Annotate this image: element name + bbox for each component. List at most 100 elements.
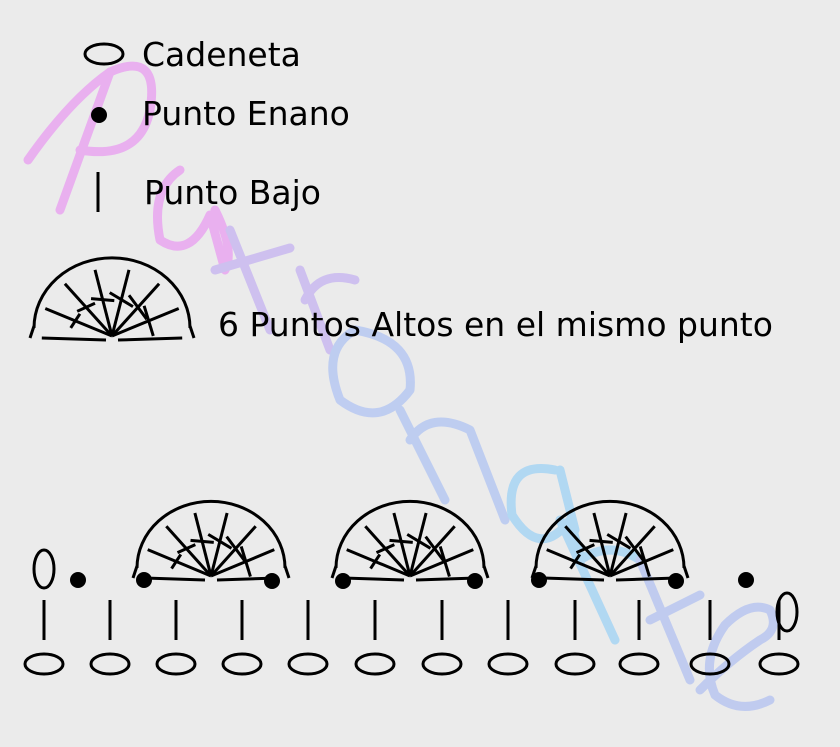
base-chain xyxy=(487,652,529,676)
double-crochet-stem xyxy=(110,282,161,338)
shell-base xyxy=(615,576,677,582)
shell-base xyxy=(343,576,405,582)
shell-arc xyxy=(334,499,486,569)
shell-base xyxy=(41,336,107,342)
legend-symbols xyxy=(28,42,196,342)
shell-arc xyxy=(32,256,192,329)
double-crochet-bar xyxy=(375,543,395,555)
double-crochet-bar xyxy=(624,535,645,562)
slip-stitch xyxy=(264,573,280,589)
double-crochet-stem xyxy=(609,548,674,578)
base-chain xyxy=(354,652,396,676)
double-crochet-stem xyxy=(63,282,114,338)
double-crochet-bar xyxy=(638,545,651,578)
shell-post xyxy=(482,565,490,579)
double-crochet-stem xyxy=(364,525,412,578)
double-crochet-stem xyxy=(210,548,275,578)
double-crochet-bar xyxy=(569,553,582,570)
double-crochet-stem xyxy=(209,512,229,577)
watermark xyxy=(23,61,778,711)
legend-chain-label: Cadeneta xyxy=(142,35,301,74)
base-chain xyxy=(421,652,463,676)
double-crochet-bar xyxy=(108,291,134,308)
legend-shell-label: 6 Puntos Altos en el mismo punto xyxy=(218,305,773,344)
double-crochet-bar xyxy=(170,553,183,570)
legend-shell-icon xyxy=(28,256,196,342)
slip-stitch xyxy=(136,572,152,588)
slip-stitch xyxy=(531,572,547,588)
watermark-stroke xyxy=(295,265,360,355)
shell-arc xyxy=(534,499,686,569)
shell-symbol-3 xyxy=(530,499,690,582)
shell-base xyxy=(144,576,206,582)
turning-chain xyxy=(32,548,56,590)
double-crochet-stem xyxy=(44,307,113,338)
shell-base xyxy=(543,576,605,582)
watermark-stroke xyxy=(210,225,295,335)
double-crochet-bar xyxy=(575,543,595,555)
double-crochet-stem xyxy=(608,525,656,578)
double-crochet-stem xyxy=(408,512,428,577)
watermark-stroke xyxy=(695,602,778,711)
double-crochet-stem xyxy=(193,512,213,577)
base-chain xyxy=(221,652,263,676)
double-crochet-bar xyxy=(90,297,115,303)
shell-symbol-2 xyxy=(330,499,490,582)
double-crochet-stem xyxy=(111,307,180,338)
legend-slip-stitch-icon xyxy=(91,107,107,123)
base-chain xyxy=(758,652,800,676)
legend-chain-icon xyxy=(83,42,125,66)
slip-stitch xyxy=(335,573,351,589)
shell-post xyxy=(682,565,690,579)
double-crochet-stem xyxy=(110,269,131,337)
double-crochet-bar xyxy=(424,535,445,562)
double-crochet-bar xyxy=(69,312,82,329)
shell-post xyxy=(330,565,338,579)
double-crochet-stem xyxy=(165,525,213,578)
shell-post xyxy=(283,565,291,579)
double-crochet-bar xyxy=(606,533,632,550)
slip-stitch xyxy=(70,572,86,588)
shell-post xyxy=(28,325,36,339)
double-crochet-stem xyxy=(546,548,611,578)
pattern-diagram xyxy=(23,499,800,676)
double-crochet-stem xyxy=(392,512,412,577)
base-chain xyxy=(287,652,329,676)
slip-stitch xyxy=(738,572,754,588)
base-chain xyxy=(89,652,131,676)
shell-post xyxy=(530,565,538,579)
legend-slip-stitch-label: Punto Enano xyxy=(142,94,350,133)
turning-chain xyxy=(775,591,799,633)
base-chain xyxy=(554,652,596,676)
double-crochet-bar xyxy=(142,305,155,337)
base-chain xyxy=(23,652,65,676)
double-crochet-stem xyxy=(346,548,411,578)
shell-symbol-1 xyxy=(131,499,291,582)
double-crochet-bar xyxy=(369,553,382,570)
watermark-stroke xyxy=(153,165,233,275)
slip-stitch xyxy=(467,573,483,589)
shell-base xyxy=(216,576,278,582)
slip-stitch xyxy=(668,573,684,589)
double-crochet-bar xyxy=(225,535,246,562)
double-crochet-bar xyxy=(239,545,252,578)
double-crochet-bar xyxy=(176,543,196,555)
legend-single-crochet-label: Punto Bajo xyxy=(144,173,321,212)
watermark-stroke xyxy=(395,405,510,525)
double-crochet-stem xyxy=(608,512,628,577)
base-chain xyxy=(618,652,660,676)
double-crochet-bar xyxy=(76,301,96,313)
watermark-stroke xyxy=(328,325,415,418)
double-crochet-bar xyxy=(127,294,149,321)
watermark-stroke xyxy=(506,464,585,560)
watermark-stroke xyxy=(55,67,115,215)
shell-arc xyxy=(135,499,287,569)
watermark-stroke xyxy=(23,61,157,165)
double-crochet-bar xyxy=(207,533,233,550)
double-crochet-stem xyxy=(564,525,612,578)
double-crochet-stem xyxy=(93,269,114,337)
double-crochet-stem xyxy=(147,548,212,578)
double-crochet-bar xyxy=(406,533,432,550)
double-crochet-stem xyxy=(409,548,474,578)
